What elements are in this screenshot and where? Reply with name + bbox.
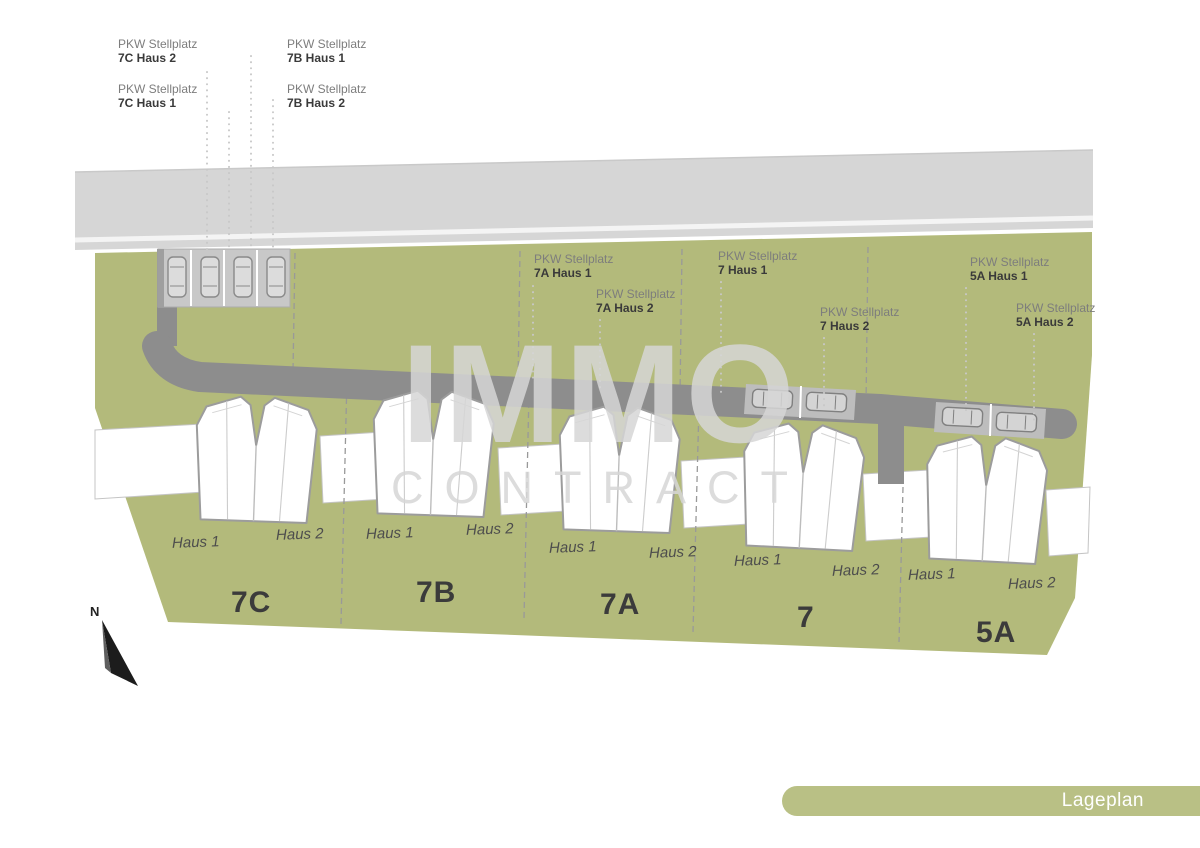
driveway-strip [497,443,567,516]
plot-boundary-line [898,486,904,643]
car-icon [995,411,1038,433]
car-icon [941,406,984,428]
driveway-strip [94,423,205,500]
plot-boundary-line [865,246,869,406]
car-icon [805,391,848,413]
car-icon [200,256,220,298]
car-icon [167,256,187,298]
driveway-strips [94,423,1091,557]
car-icon [751,388,794,410]
driveway-strip [1045,486,1091,557]
plot-boundaries [292,246,904,643]
plot-boundary-line [523,391,530,619]
compass-n-label: N [90,604,100,619]
driveway-strip [680,456,750,529]
plot-boundary-line [517,250,521,384]
leader-lines [206,55,1035,425]
plot-boundary-line [692,405,700,633]
plot-boundary-line [340,377,348,625]
car-icon [266,256,286,298]
lageplan-badge: Lageplan [782,786,1200,816]
main-road [74,149,1094,250]
car-icon [233,256,253,298]
north-arrow [102,620,138,686]
plot-boundary-line [679,248,683,398]
